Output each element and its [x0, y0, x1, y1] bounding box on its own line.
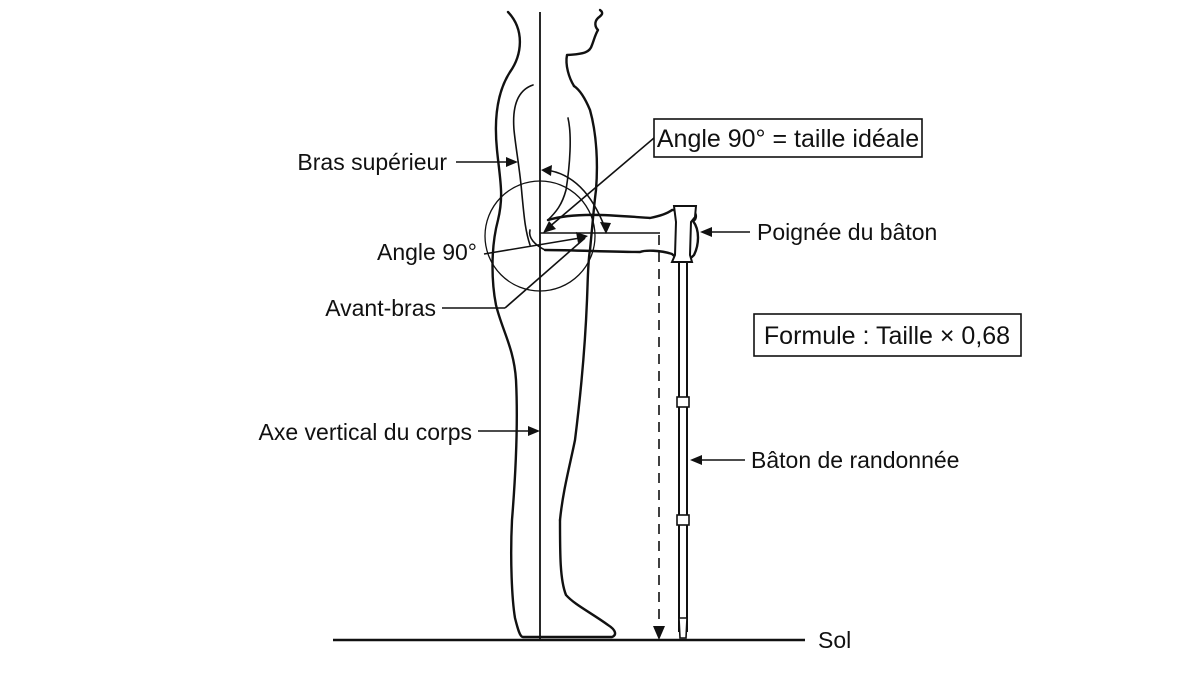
- body-front-outline: [558, 84, 599, 522]
- arrowhead-angle: [576, 232, 588, 243]
- angle-arc: [545, 169, 606, 229]
- body-back-outline: [491, 10, 617, 639]
- arrowhead-hiking-pole: [690, 455, 702, 465]
- pole-clamp-lower: [676, 514, 690, 526]
- label-hiking-pole: Bâton de randonnée: [751, 447, 959, 473]
- label-vertical-axis: Axe vertical du corps: [259, 419, 472, 445]
- arrowhead-pole-grip: [700, 227, 712, 237]
- ideal-angle-text: Angle 90° = taille idéale: [657, 125, 919, 153]
- leader-forearm-diagonal: [504, 237, 586, 309]
- elbow-contour: [528, 229, 546, 251]
- label-angle: Angle 90°: [377, 239, 477, 265]
- label-ground: Sol: [818, 627, 851, 653]
- pole-grip-icon: [670, 205, 698, 263]
- pole-tip: [678, 617, 688, 639]
- arrowhead-vertical-axis: [528, 426, 540, 436]
- label-forearm: Avant-bras: [325, 295, 436, 321]
- head-outline: [565, 8, 604, 88]
- forearm-outline: [543, 208, 700, 261]
- upper-arm-back: [512, 84, 534, 246]
- angle-arc-arrowhead-start: [541, 165, 552, 176]
- formula-text: Formule : Taille × 0,68: [764, 322, 1010, 350]
- label-upper-arm: Bras supérieur: [297, 149, 447, 175]
- leader-angle: [483, 237, 581, 255]
- label-pole-grip: Poignée du bâton: [757, 219, 937, 245]
- angle-circle: [484, 180, 596, 292]
- formula-box: [753, 313, 1022, 357]
- pole-clamp-upper: [676, 396, 690, 408]
- ideal-angle-box: [653, 118, 923, 158]
- arrowhead-upper-arm: [506, 157, 518, 167]
- height-arrowhead: [653, 626, 665, 640]
- upper-arm-front: [547, 117, 571, 221]
- leader-ideal-angle: [547, 137, 655, 229]
- arrowhead-ideal-angle: [543, 221, 556, 233]
- angle-arc-arrowhead-end: [600, 222, 611, 234]
